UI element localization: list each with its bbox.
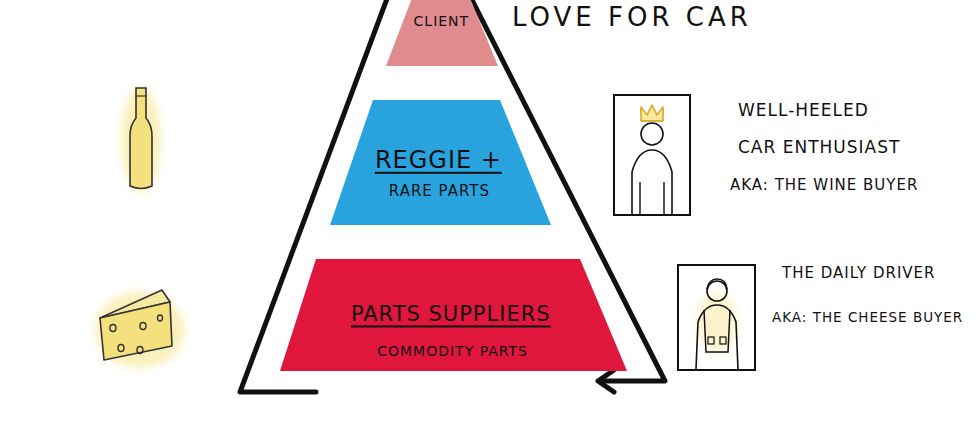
- persona-alias: AKA: THE CHEESE BUYER: [772, 309, 963, 325]
- client-band: CLIENT: [386, 0, 498, 66]
- band-fill: [280, 259, 627, 371]
- driver-portrait: [678, 265, 755, 370]
- pyramid-heading: LOVE FOR CAR: [512, 2, 752, 33]
- persona-description: THE DAILY DRIVER: [782, 264, 936, 282]
- band-subtitle: COMMODITY PARTS: [377, 344, 528, 359]
- band-fill: [386, 0, 498, 66]
- band-title: CLIENT: [414, 14, 470, 29]
- pyramid-outline: [240, 0, 665, 392]
- reggie-band: REGGIE + RARE PARTS: [330, 100, 551, 225]
- persona-alias: AKA: THE WINE BUYER: [730, 176, 918, 194]
- band-fill: [330, 100, 551, 225]
- band-shape: [386, 0, 498, 66]
- band-subtitle: RARE PARTS: [389, 183, 490, 200]
- arrow-head: [598, 370, 614, 392]
- suppliers-band: PARTS SUPPLIERS COMMODITY PARTS: [280, 259, 627, 371]
- band-title: PARTS SUPPLIERS: [351, 303, 551, 326]
- cheese-wedge: [95, 290, 185, 368]
- persona-description: WELL-HEELED CAR ENTHUSIAST: [738, 92, 904, 167]
- wine-bottle: [121, 88, 161, 192]
- band-title: REGGIE +: [375, 147, 502, 173]
- enthusiast-portrait: [614, 95, 690, 215]
